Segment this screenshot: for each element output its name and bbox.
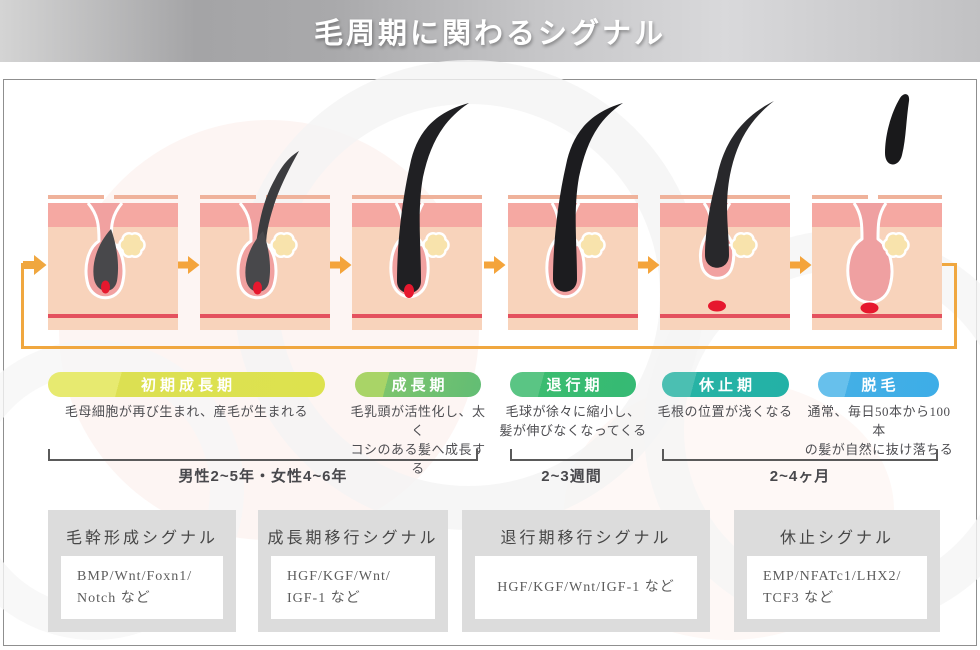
skin-surface-line — [508, 195, 564, 199]
header-bar: 毛周期に関わるシグナル — [0, 0, 980, 62]
hair-shaft — [256, 151, 299, 247]
arrow-right-icon — [178, 256, 200, 274]
signal-box-content-panel: EMP/NFATc1/LHX2/ TCF3 など — [747, 556, 927, 619]
duration-label: 男性2~5年・女性4~6年 — [178, 468, 348, 485]
arrow-right-icon — [638, 256, 660, 274]
stage-pill-early-anagen: 初期成長期 — [48, 372, 325, 397]
signal-box-anagen-transition: 成長期移行シグナル HGF/KGF/Wnt/ IGF-1 など — [258, 510, 448, 632]
duration-bracket — [48, 449, 478, 461]
sebaceous-gland-icon — [882, 232, 910, 258]
hair-shaft — [397, 103, 469, 293]
blood-vessel-line — [812, 314, 942, 318]
signal-box-title: 毛幹形成シグナル — [65, 530, 218, 547]
signal-box-title: 成長期移行シグナル — [267, 530, 439, 547]
skin-surface-line — [574, 195, 638, 199]
sebaceous-gland-icon — [118, 232, 146, 258]
sebaceous-gland-icon — [422, 232, 450, 258]
dermal-papilla — [708, 300, 726, 312]
hair-germ — [245, 231, 271, 292]
arrow-right-icon — [484, 256, 506, 274]
stage-pill-anagen: 成長期 — [355, 372, 481, 397]
skin-surface-line — [660, 195, 716, 199]
empty-hair-follicle — [846, 202, 894, 304]
signal-box-title: 退行期移行シグナル — [500, 530, 672, 547]
dermal-papilla — [101, 280, 110, 294]
dermal-papilla — [860, 302, 879, 314]
cycle-loop-line — [938, 263, 957, 266]
shed-hair — [885, 94, 910, 165]
signal-box-title: 休止シグナル — [779, 530, 894, 547]
signal-box-content-panel: HGF/KGF/Wnt/IGF-1 など — [475, 556, 697, 619]
sebaceous-gland-icon — [578, 232, 606, 258]
follicle-panel-telogen — [660, 101, 790, 330]
stage-pill-catagen: 退行期 — [510, 372, 636, 397]
follicle-panel-anagen — [352, 103, 482, 330]
signal-box-catagen-transition: 退行期移行シグナル HGF/KGF/Wnt/IGF-1 など — [462, 510, 710, 632]
stage-description: 毛母細胞が再び生まれ、産毛が生まれる — [64, 404, 309, 419]
arrow-right-icon — [790, 256, 812, 274]
blood-vessel-line — [508, 314, 638, 318]
sebaceous-gland-icon — [730, 232, 758, 258]
stage-description: 毛根の位置が浅くなる — [657, 404, 793, 419]
arrow-right-icon — [330, 256, 352, 274]
stage-description: 通常、毎日50本から100本 の髪が自然に抜け落ちる — [804, 404, 954, 457]
skin-surface-line — [200, 195, 256, 199]
stage-pill-telogen: 休止期 — [662, 372, 789, 397]
stage-pill-shedding: 脱毛 — [818, 372, 939, 397]
signal-box-content-panel: BMP/Wnt/Foxn1/ Notch など — [61, 556, 223, 619]
blood-vessel-line — [48, 314, 178, 318]
signal-box-content-panel: HGF/KGF/Wnt/ IGF-1 など — [271, 556, 435, 619]
signal-box-content: EMP/NFATc1/LHX2/ TCF3 など — [763, 568, 902, 606]
skin-surface-line — [812, 195, 868, 199]
signal-box-hair-shaft-formation: 毛幹形成シグナル BMP/Wnt/Foxn1/ Notch など — [48, 510, 236, 632]
stage-description: 毛球が徐々に縮小し、 髪が伸びなくなってくる — [499, 404, 647, 438]
skin-surface-line — [726, 195, 790, 199]
skin-surface-line — [418, 195, 482, 199]
cycle-loop-arrow-icon — [23, 255, 47, 275]
skin-surface-line — [266, 195, 330, 199]
page-title: 毛周期に関わるシグナル — [313, 18, 666, 50]
signal-box-content: BMP/Wnt/Foxn1/ Notch など — [77, 568, 193, 606]
hair-shaft — [705, 101, 774, 268]
duration-label: 2~3週間 — [541, 468, 602, 485]
stage-description: 毛乳頭が活性化し、太く コシのある髪へ成長する — [350, 404, 486, 476]
follicle-panel-catagen — [508, 103, 638, 330]
dermal-papilla — [404, 284, 414, 298]
skin-surface-line — [352, 195, 408, 199]
cycle-loop-line — [21, 263, 957, 349]
hair-germ — [93, 229, 119, 291]
signal-box-content: HGF/KGF/Wnt/ IGF-1 など — [287, 568, 391, 606]
duration-bracket — [662, 449, 938, 461]
sebaceous-gland-icon — [270, 232, 298, 258]
duration-bracket — [510, 449, 633, 461]
follicle-panel-early-anagen-2 — [200, 151, 330, 330]
blood-vessel-line — [352, 314, 482, 318]
blood-vessel-line — [200, 314, 330, 318]
dermal-papilla — [253, 281, 262, 295]
follicle-panel-shedding — [812, 94, 942, 330]
follicle-panel-early-anagen-1 — [48, 195, 178, 330]
duration-label: 2~4ヶ月 — [769, 468, 831, 485]
skin-surface-line — [48, 195, 104, 199]
signal-box-content: HGF/KGF/Wnt/IGF-1 など — [497, 579, 675, 595]
skin-surface-line — [114, 195, 178, 199]
skin-surface-line — [878, 195, 942, 199]
blood-vessel-line — [660, 314, 790, 318]
hair-shaft — [553, 103, 623, 292]
signal-box-telogen: 休止シグナル EMP/NFATc1/LHX2/ TCF3 など — [734, 510, 940, 632]
